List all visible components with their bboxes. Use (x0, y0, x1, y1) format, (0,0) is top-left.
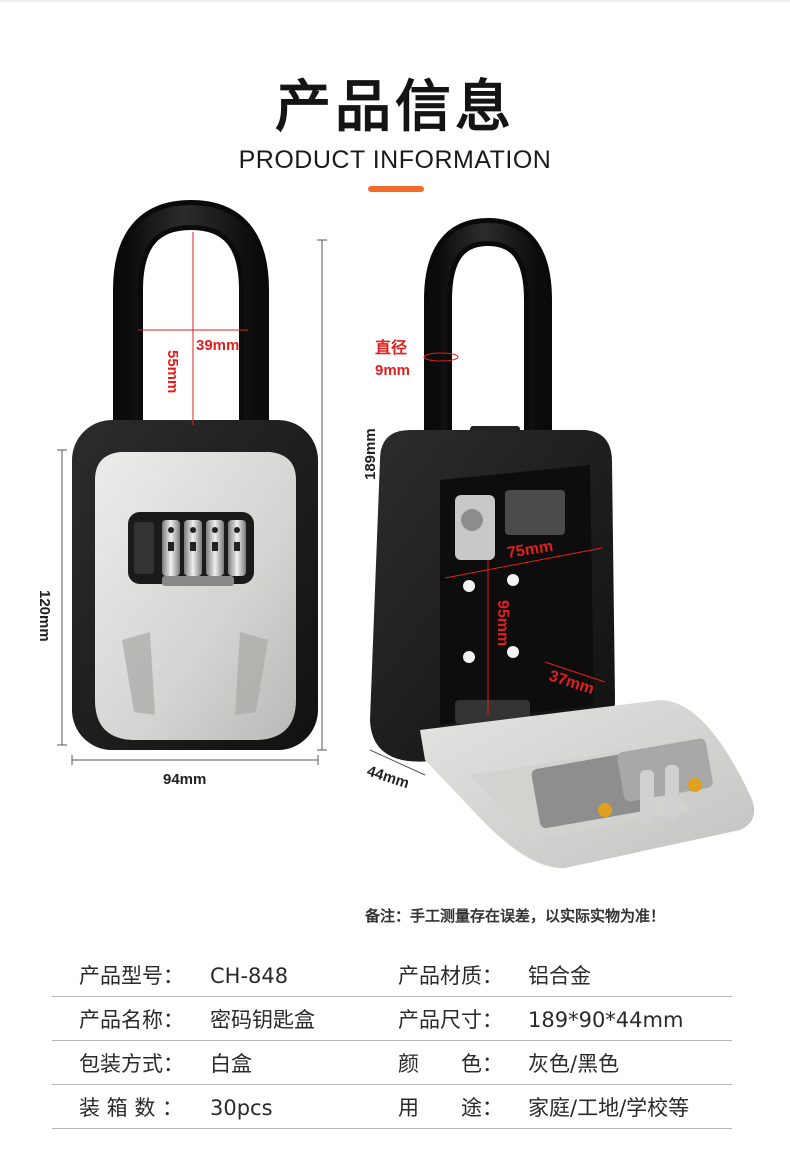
spec-label: 颜 色： (398, 1052, 503, 1076)
dim-shackle-height: 55mm (164, 350, 181, 393)
dim-shackle-width: 39mm (196, 337, 239, 354)
spec-value: 灰色/黑色 (528, 1052, 620, 1076)
dim-body-height: 120mm (36, 590, 53, 642)
spec-label: 产品材质： (398, 964, 503, 988)
dim-depth: 44mm (365, 763, 411, 793)
spec-value: 密码钥匙盒 (210, 1008, 315, 1032)
shackle-open (424, 217, 552, 445)
spec-row: 包装方式： 白盒 颜 色： 灰色/黑色 (52, 1041, 732, 1085)
dim-diameter-value: 9mm (375, 362, 410, 379)
spec-label: 装 箱 数 ： (79, 1096, 184, 1120)
shackle (113, 199, 269, 440)
spec-label: 产品尺寸： (398, 1008, 503, 1032)
left-dimension-lines (57, 239, 327, 765)
spec-label: 用 途： (398, 1096, 503, 1120)
face-plate (95, 452, 296, 740)
page-subtitle: PRODUCT INFORMATION (238, 146, 552, 174)
spec-label: 产品名称： (79, 1008, 184, 1032)
spec-value: 30pcs (210, 1096, 273, 1120)
spec-table: 产品型号： CH-848 产品材质： 铝合金 产品名称： 密码钥匙盒 产品尺寸：… (52, 953, 732, 1129)
right-dimension-lines (423, 352, 606, 715)
title-accent-bar (368, 186, 424, 192)
spec-value: CH-848 (210, 964, 289, 988)
dim-total-height: 189mm (362, 428, 379, 480)
page-title: 产品信息 (275, 75, 515, 140)
spec-row: 装 箱 数 ： 30pcs 用 途： 家庭/工地/学校等 (52, 1085, 732, 1129)
spec-value: 189*90*44mm (528, 1008, 684, 1032)
dim-diameter-label: 直径 (375, 338, 407, 357)
top-divider (0, 0, 790, 2)
left-lockbox-view (72, 199, 318, 750)
dim-inner-height: 95mm (494, 600, 511, 646)
spec-row: 产品型号： CH-848 产品材质： 铝合金 (52, 953, 732, 997)
spec-value: 铝合金 (528, 964, 591, 988)
dim-width: 94mm (163, 771, 206, 788)
spec-value: 家庭/工地/学校等 (528, 1096, 690, 1120)
spec-row: 产品名称： 密码钥匙盒 产品尺寸： 189*90*44mm (52, 997, 732, 1041)
product-illustration: 189mm 120mm 94mm 39mm 55mm (36, 199, 755, 869)
spec-value: 白盒 (210, 1052, 252, 1076)
measurement-note: 备注：手工测量存在误差，以实际实物为准！ (365, 907, 666, 925)
right-lockbox-open-view (370, 217, 755, 869)
shackle-dimension-lines (138, 232, 248, 425)
spec-label: 包装方式： (79, 1052, 184, 1076)
spec-label: 产品型号： (79, 964, 184, 988)
